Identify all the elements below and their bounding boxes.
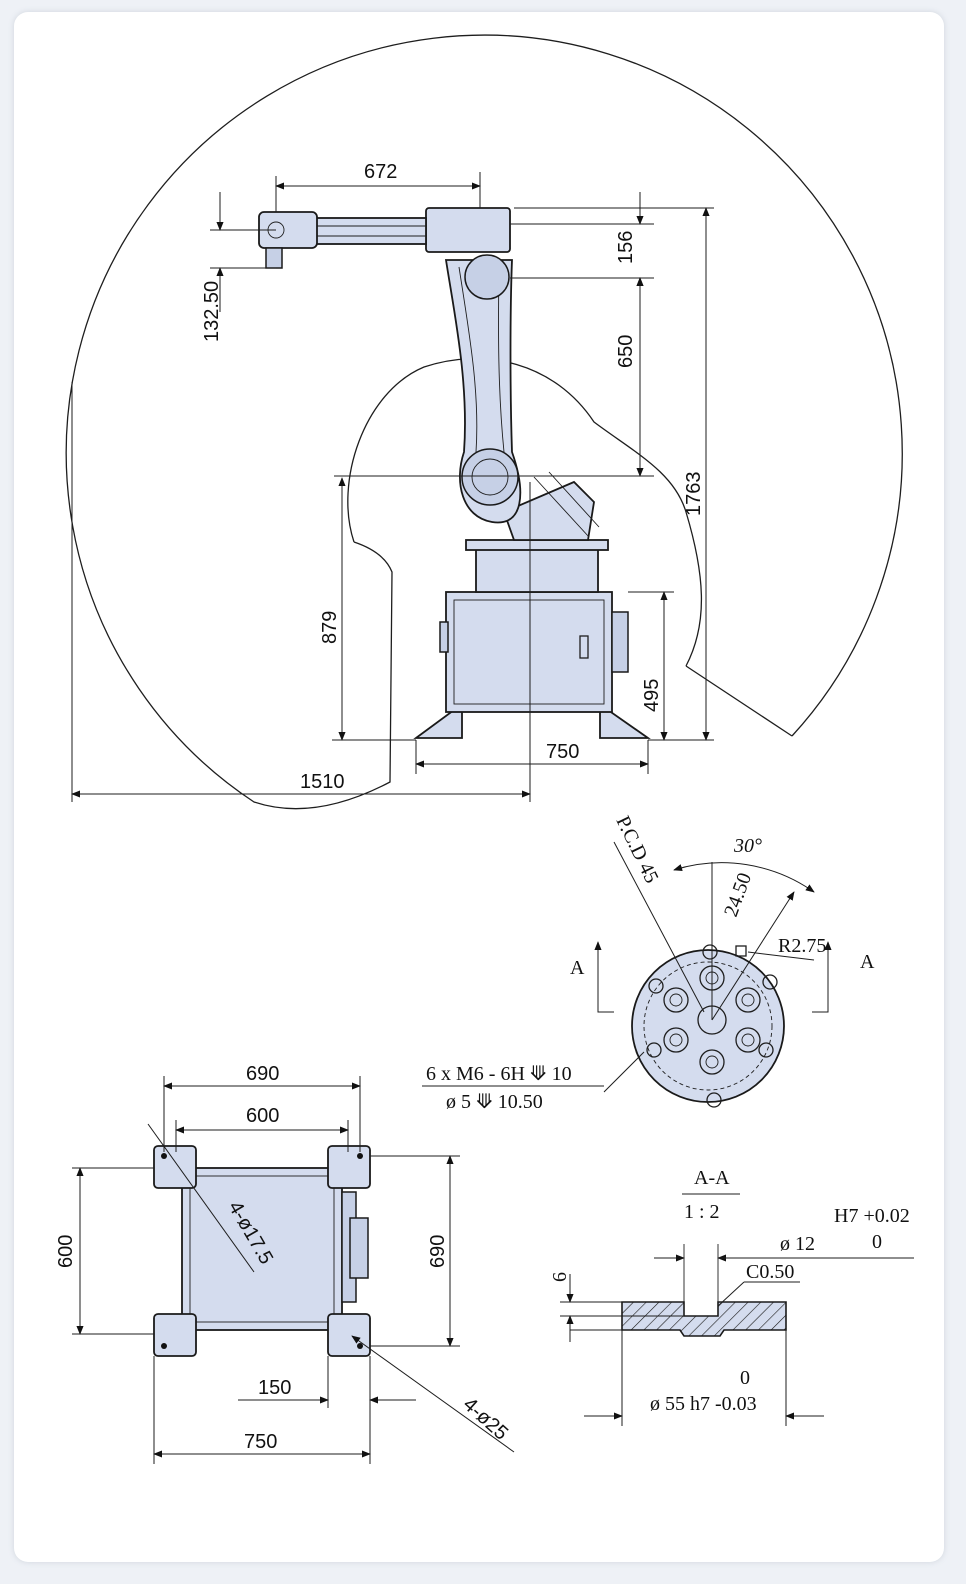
hole-large-label: 4-ø25 (459, 1393, 513, 1444)
dim-left-height: 600 (55, 1235, 77, 1268)
section-title: A-A (694, 1167, 730, 1189)
flange-view: P.C.D 45 30° 24.50 R2.75 A A 6 x M6 - 6H… (422, 813, 875, 1113)
section-view: A-A 1 : 2 H7 +0.02 0 ø 12 C0.50 6 0 ø 55… (549, 1167, 914, 1426)
tol-h7: H7 +0.02 (834, 1205, 910, 1227)
outer-dia-label: ø 55 h7 -0.03 (650, 1393, 757, 1415)
depth-label: 6 (549, 1272, 571, 1282)
dim-right-height: 690 (427, 1235, 449, 1268)
dim-wrist-offset: 132.50 (201, 281, 223, 342)
hole-spec-line2: ø 5 ⟱ 10.50 (446, 1091, 543, 1113)
bore-dia: ø 12 (780, 1233, 815, 1255)
dim-reach: 1510 (300, 771, 345, 793)
dim-cabinet-height: 495 (641, 679, 663, 712)
dim-outer-width: 690 (246, 1063, 279, 1085)
chamfer-label: C0.50 (746, 1261, 794, 1283)
hole-spec-line1: 6 x M6 - 6H ⟱ 10 (426, 1063, 572, 1085)
dim-offset: 150 (258, 1377, 291, 1399)
base-foot-right (599, 709, 651, 739)
corner-pad-tr (327, 1145, 371, 1189)
shoulder-joint (461, 448, 519, 506)
tol-zero-bottom: 0 (740, 1367, 750, 1389)
top-view: 690 600 600 690 4-ø17.5 4-ø25 150 750 (55, 1063, 515, 1464)
flange-angle-label: 30° (733, 835, 762, 857)
robot-pedestal (475, 546, 599, 593)
elbow-joint (464, 254, 510, 300)
base-plate-top (181, 1167, 343, 1331)
dim-shoulder-height: 879 (319, 611, 341, 644)
corner-pad-bl (153, 1313, 197, 1357)
side-view: 672 132.50 156 650 1763 879 495 (65, 34, 903, 810)
flange-radius-r: R2.75 (778, 935, 826, 957)
outer-work-envelope (65, 34, 903, 810)
dim-upper-arm: 650 (615, 335, 637, 368)
flange-section-body (621, 1301, 787, 1337)
dim-total-height: 1763 (683, 472, 705, 517)
drawing-card: 672 132.50 156 650 1763 879 495 (14, 12, 944, 1562)
flange-pcd-label: P.C.D 45 (612, 813, 663, 887)
dim-arm-height: 156 (615, 231, 637, 264)
section-marker-right: A (860, 951, 875, 973)
technical-drawing: 672 132.50 156 650 1763 879 495 (55, 34, 914, 1464)
section-scale: 1 : 2 (684, 1201, 720, 1223)
tol-zero-top: 0 (872, 1231, 882, 1253)
flange-disk (631, 949, 785, 1103)
dim-inner-width: 600 (246, 1105, 279, 1127)
section-marker-left: A (570, 957, 585, 979)
dim-arm-length: 672 (364, 161, 397, 183)
flange-radius-24: 24.50 (720, 870, 756, 920)
robot-cabinet (445, 591, 613, 713)
inner-work-envelope (347, 358, 703, 667)
upper-arm (425, 207, 511, 253)
base-foot-left (413, 709, 463, 739)
corner-pad-br (327, 1313, 371, 1357)
flange-bolt-holes (646, 944, 778, 1108)
dim-base-width: 750 (546, 741, 579, 763)
dim-total-width: 750 (244, 1431, 277, 1453)
